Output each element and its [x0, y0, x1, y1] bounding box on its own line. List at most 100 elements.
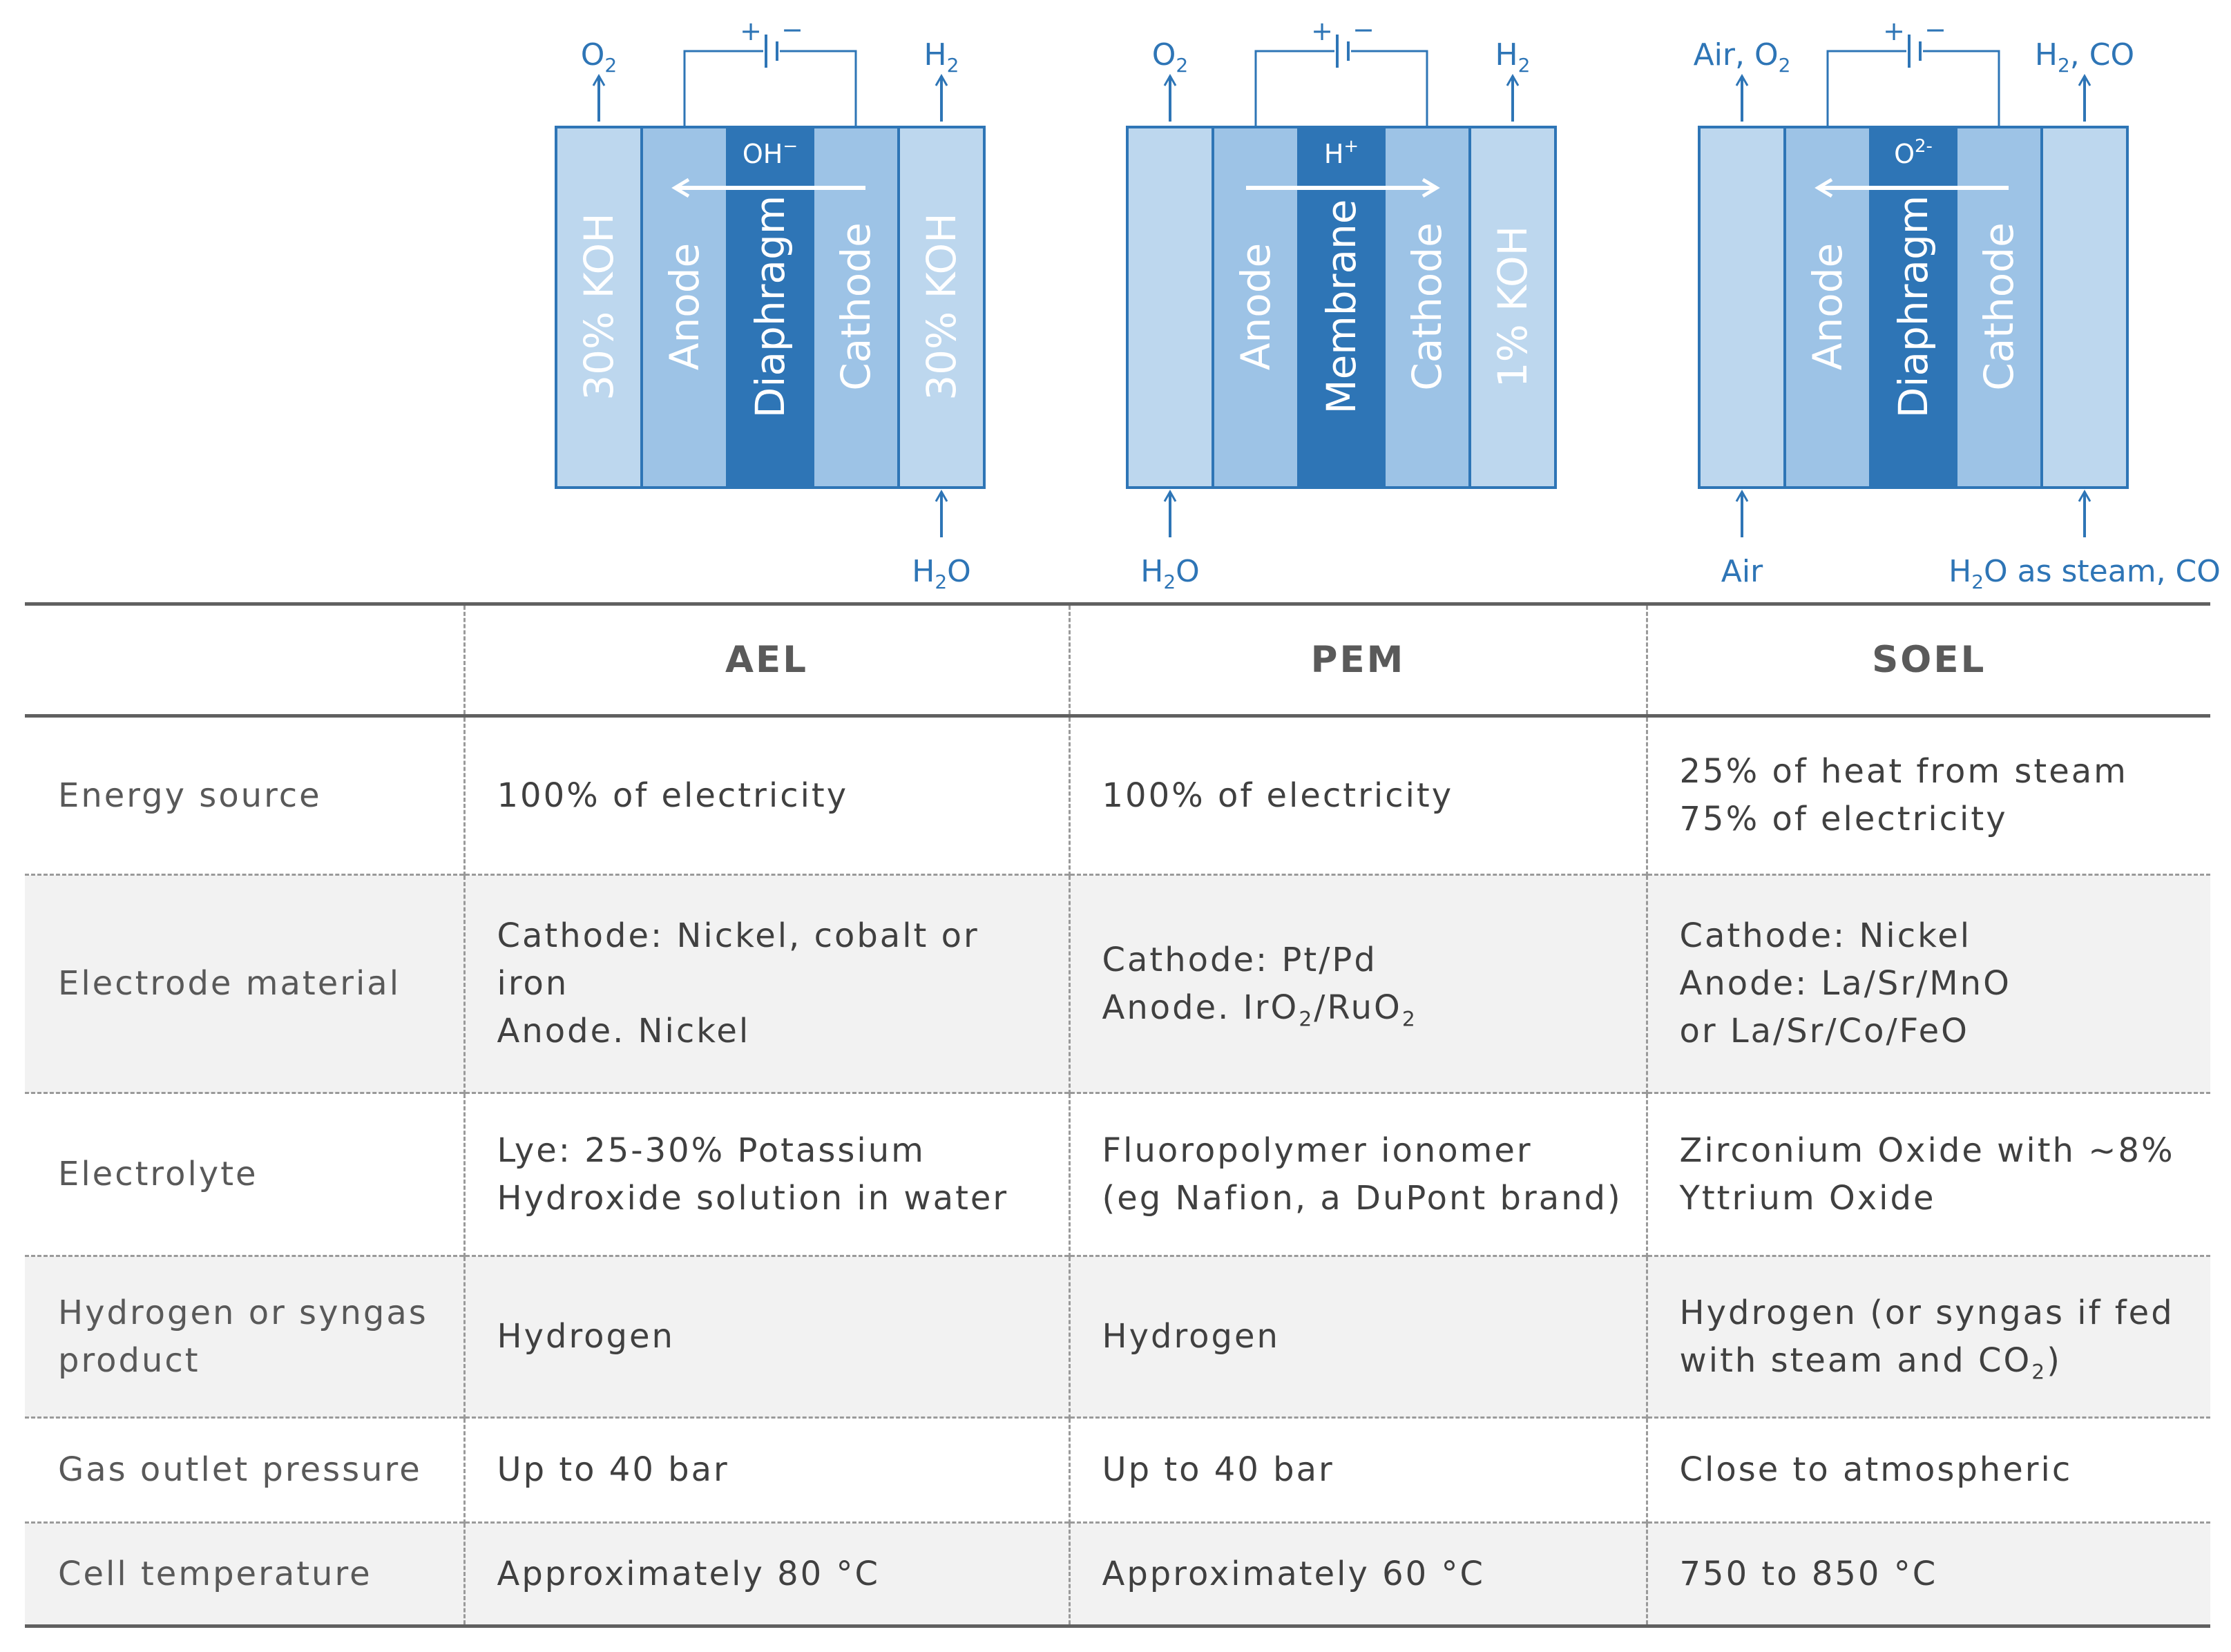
cell-soel-energy-source: 25% of heat from steam 75% of electricit…	[1645, 715, 2210, 875]
header-soel: SOEL	[1645, 604, 2210, 718]
text-fragment: )	[2047, 1341, 2062, 1380]
strip-ael-4	[897, 126, 986, 489]
strip-label-pem-2: Membrane	[1318, 200, 1365, 414]
strip-label-soel-3: Cathode	[1975, 222, 2022, 391]
text-fragment: /RuO	[1314, 988, 1402, 1027]
table-row-electrolyte: Electrolyte Lye: 25-30% Potassium Hydrox…	[25, 1092, 2210, 1256]
strip-soel-4	[2040, 126, 2129, 489]
cell-ael-gas-outlet-pressure: Up to 40 bar	[463, 1416, 1071, 1523]
cell-line: (eg Nafion, a DuPont brand)	[1102, 1178, 1622, 1218]
strip-pem-0	[1126, 126, 1214, 489]
row-label-electrode-material: Electrode material	[25, 874, 466, 1093]
cell-line: Yttrium Oxide	[1679, 1178, 1936, 1218]
comparison-table: AEL PEM SOEL Energy source 100% of elect…	[25, 602, 2210, 1628]
strip-label-soel-2: Diaphragm	[1890, 195, 1937, 419]
inlet-label-left-pem: H2O	[1140, 554, 1200, 593]
strip-soel-0	[1698, 126, 1786, 489]
cell-line: Hydroxide solution in water	[497, 1178, 1009, 1218]
row-label-electrolyte: Electrolyte	[25, 1092, 466, 1256]
cell-ael-cell-temperature: Approximately 80 °C	[463, 1521, 1071, 1626]
cell-line: Up to 40 bar	[1102, 1450, 1334, 1489]
ion-label-pem: H+	[1324, 136, 1359, 169]
cell-soel-cell-temperature: 750 to 850 °C	[1645, 1521, 2210, 1626]
cell-ael-hydrogen-product: Hydrogen	[463, 1255, 1071, 1418]
table-row-cell-temperature: Cell temperature Approximately 80 °C App…	[25, 1521, 2210, 1626]
table-row-hydrogen-product: Hydrogen or syngas product Hydrogen Hydr…	[25, 1255, 2210, 1418]
strip-label-pem-4: 1% KOH	[1489, 226, 1536, 388]
cell-line: Hydrogen	[1102, 1317, 1280, 1356]
strip-label-ael-1: Anode	[661, 243, 708, 370]
subscript: 2	[1401, 1007, 1417, 1032]
circuit-wire-ael	[683, 50, 763, 127]
cell-line: 100% of electricity	[1102, 776, 1454, 815]
header-blank	[25, 604, 466, 718]
outlet-label-right-ael: H2	[924, 37, 959, 77]
cell-soel-electrolyte: Zirconium Oxide with ~8% Yttrium Oxide	[1645, 1092, 2210, 1256]
table-row-gas-outlet-pressure: Gas outlet pressure Up to 40 bar Up to 4…	[25, 1416, 2210, 1523]
header-pem: PEM	[1068, 604, 1648, 718]
cell-ael-electrolyte: Lye: 25-30% Potassium Hydroxide solution…	[463, 1092, 1071, 1256]
cell-line: Anode. Nickel	[497, 1012, 751, 1050]
cell-pem-electrode-material: Cathode: Pt/Pd Anode. IrO2/RuO2	[1068, 874, 1648, 1093]
cell-line-co2: with steam and CO2)	[1680, 1337, 2192, 1385]
inlet-label-right-ael: H2O	[912, 554, 971, 593]
header-ael: AEL	[463, 604, 1071, 718]
cell-pem-cell-temperature: Approximately 60 °C	[1068, 1521, 1648, 1626]
cell-pem-electrolyte: Fluoropolymer ionomer (eg Nafion, a DuPo…	[1068, 1092, 1648, 1256]
cell-line: Close to atmospheric	[1679, 1450, 2073, 1489]
cell-line: Cathode: Nickel	[1679, 916, 1972, 955]
polarity-plus-ael: +	[740, 16, 762, 46]
circuit-wire-pem	[1254, 50, 1334, 127]
strip-label-soel-1: Anode	[1804, 243, 1851, 370]
strip-label-ael-0: 30% KOH	[575, 213, 622, 400]
cell-line: Hydrogen (or syngas if fed	[1679, 1293, 2174, 1332]
cell-line: product	[58, 1341, 200, 1380]
circuit-wire-pem	[1351, 50, 1428, 127]
subscript: 2	[1299, 1007, 1314, 1032]
row-label-gas-outlet-pressure: Gas outlet pressure	[25, 1416, 466, 1523]
header-row: AEL PEM SOEL	[25, 604, 2210, 718]
outlet-label-left-pem: O2	[1152, 37, 1188, 77]
cell-line-anode: Anode. IrO2/RuO2	[1102, 984, 1627, 1032]
strip-label-ael-3: Cathode	[832, 222, 879, 391]
strip-label-ael-4: 30% KOH	[918, 213, 965, 400]
cell-line: Gas outlet pressure	[58, 1450, 422, 1489]
cell-pem-gas-outlet-pressure: Up to 40 bar	[1068, 1416, 1648, 1523]
cell-line: Up to 40 bar	[497, 1450, 729, 1489]
polarity-minus-ael: −	[781, 15, 803, 45]
cell-soel-hydrogen-product: Hydrogen (or syngas if fed with steam an…	[1645, 1255, 2210, 1418]
cell-line: Hydrogen or syngas	[58, 1293, 428, 1332]
row-label-energy-source: Energy source	[25, 715, 466, 875]
cell-line: Lye: 25-30% Potassium	[497, 1131, 926, 1170]
subscript: 2	[2031, 1360, 2047, 1385]
cell-line: Electrode material	[58, 964, 401, 1003]
text-fragment: with steam and CO	[1679, 1341, 2032, 1380]
circuit-wire-ael	[780, 50, 857, 127]
strip-ael-0	[555, 126, 643, 489]
outlet-label-left-soel: Air, O2	[1694, 37, 1791, 77]
cell-line: Energy source	[58, 776, 322, 815]
strip-label-ael-2: Diaphragm	[747, 195, 794, 419]
cell-line: 750 to 850 °C	[1679, 1554, 1938, 1593]
inlet-label-right-soel: H2O as steam, CO	[1948, 554, 2221, 593]
cell-line: Approximately 60 °C	[1102, 1554, 1485, 1593]
table-row-electrode-material: Electrode material Cathode: Nickel, coba…	[25, 874, 2210, 1093]
outlet-label-right-soel: H2, CO	[2035, 37, 2134, 77]
cell-line: Fluoropolymer ionomer	[1102, 1131, 1533, 1170]
cell-line: Cell temperature	[58, 1554, 372, 1593]
outlet-label-right-pem: H2	[1495, 37, 1531, 77]
ion-label-ael: OH−	[743, 136, 798, 169]
cell-soel-gas-outlet-pressure: Close to atmospheric	[1645, 1416, 2210, 1523]
inlet-label-left-soel: Air	[1721, 554, 1763, 589]
cell-ael-electrode-material: Cathode: Nickel, cobalt or iron Anode. N…	[463, 874, 1071, 1093]
cell-ael: 30% KOH Anode Diaphragm Cathode 30% KOH OH− +−	[555, 15, 986, 489]
ion-label-soel: O2-	[1894, 136, 1933, 169]
cell-line: Zirconium Oxide with ~8%	[1679, 1131, 2175, 1170]
cell-line: 100% of electricity	[497, 776, 849, 815]
cell-soel-electrode-material: Cathode: Nickel Anode: La/Sr/MnO or La/S…	[1645, 874, 2210, 1093]
cell-line: 25% of heat from steam	[1679, 752, 2128, 791]
polarity-minus-soel: −	[1924, 15, 1946, 45]
